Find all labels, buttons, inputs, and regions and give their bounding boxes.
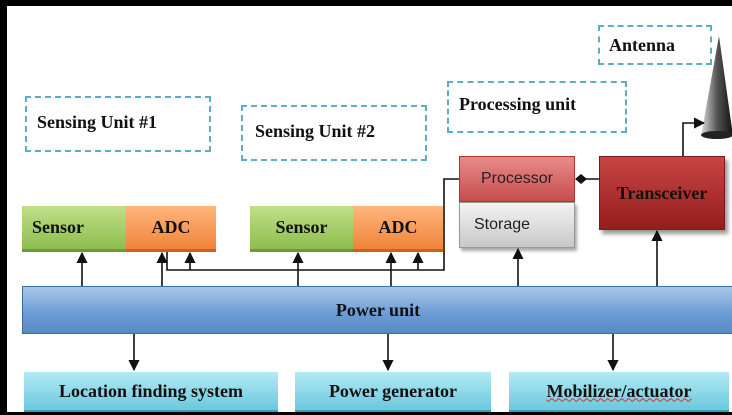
processing-unit-box bbox=[447, 81, 627, 133]
mobilizer-actuator-label: Mobilizer/actuator bbox=[546, 380, 692, 401]
sensing-unit-2-box bbox=[241, 105, 427, 161]
location-finding-system-block: Location finding system bbox=[24, 372, 278, 412]
processor-label: Processor bbox=[480, 170, 554, 187]
power-generator-label: Power generator bbox=[328, 380, 458, 401]
antenna-icon bbox=[701, 36, 732, 139]
sensor-1-block: Sensor bbox=[22, 206, 126, 252]
processor-transceiver-diamond bbox=[575, 174, 587, 184]
sensor-2-block: Sensor bbox=[250, 206, 353, 252]
arrow-transceiver-to-antenna bbox=[682, 117, 706, 156]
connection-lines bbox=[76, 117, 706, 372]
sensing-unit-1-label: Sensing Unit #1 bbox=[37, 112, 158, 132]
transceiver-label: Transceiver bbox=[616, 182, 708, 203]
power-generator-block: Power generator bbox=[295, 372, 491, 412]
mobilizer-actuator-block: Mobilizer/actuator bbox=[509, 372, 729, 412]
sensor-1-label: Sensor bbox=[32, 217, 85, 237]
power-unit-label: Power unit bbox=[335, 299, 421, 320]
processing-unit-label: Processing unit bbox=[459, 94, 577, 114]
sensor-2-label: Sensor bbox=[275, 217, 328, 237]
adc-1-label: ADC bbox=[151, 217, 191, 237]
sensing-unit-2-label: Sensing Unit #2 bbox=[255, 121, 376, 141]
antenna-label-box bbox=[598, 25, 712, 65]
antenna-label: Antenna bbox=[609, 35, 676, 55]
adc-2-label: ADC bbox=[378, 217, 418, 237]
transceiver-block: Transceiver bbox=[599, 156, 725, 230]
adc-2-block: ADC bbox=[353, 206, 443, 252]
bus-adc-to-processor bbox=[166, 178, 459, 271]
power-unit-bar: Power unit bbox=[22, 286, 732, 334]
adc-1-block: ADC bbox=[126, 206, 216, 252]
processor-block: Processor bbox=[459, 156, 575, 202]
storage-label: Storage bbox=[474, 216, 531, 233]
location-finding-system-label: Location finding system bbox=[58, 380, 244, 401]
storage-block: Storage bbox=[459, 202, 575, 248]
sensing-unit-1-box bbox=[25, 96, 211, 152]
